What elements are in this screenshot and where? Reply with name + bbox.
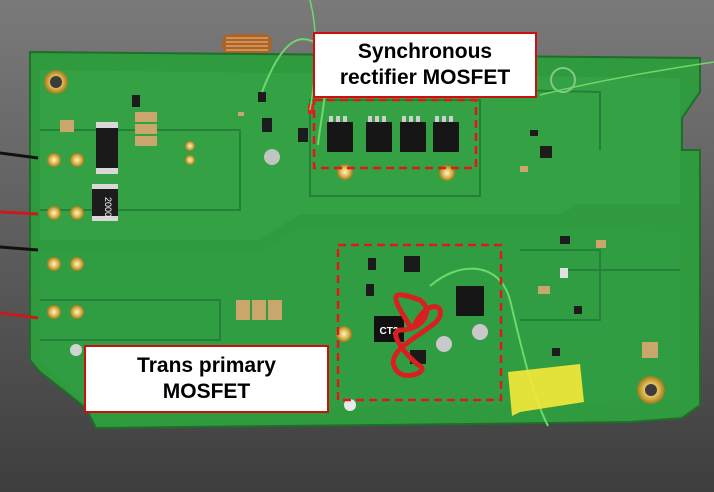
mounting-hole-top-left (44, 70, 68, 94)
green-wire-right (539, 61, 714, 96)
sync-rectifier-mosfets (327, 116, 459, 152)
primary-mosfet-highlight-box (336, 243, 503, 402)
current-transformer-marking: CT2 (380, 326, 399, 337)
resistor-2000 (92, 184, 118, 221)
smd-capacitors-upper-left (60, 95, 195, 165)
sync-rectifier-label-line1: Synchronous (357, 40, 493, 63)
resistor-2000-marking: 2000 (103, 197, 113, 217)
red-wire-loop (390, 292, 443, 378)
small-smd-parts-top (238, 92, 552, 172)
inductor-coil (222, 34, 272, 54)
input-wires (0, 151, 39, 320)
sync-rectifier-label-line2: rectifier MOSFET (339, 66, 511, 89)
terminal-pads (47, 153, 84, 356)
sync-rectifier-highlight-box (312, 98, 478, 170)
primary-mosfet-label: Trans primary MOSFET (84, 345, 329, 413)
primary-mosfet-area (336, 256, 488, 411)
small-smd-parts-bottom (538, 236, 606, 356)
mounting-hole-bottom-right (637, 376, 665, 404)
primary-mosfet-label-line2: MOSFET (162, 380, 251, 403)
yellow-tape (508, 364, 584, 416)
sync-rectifier-label: Synchronous rectifier MOSFET (313, 32, 537, 98)
upper-copper-pour (40, 70, 680, 240)
primary-mosfet-label-line1: Trans primary (137, 354, 276, 377)
smd-capacitors-lower (236, 300, 658, 358)
shunt-resistor-black (96, 122, 118, 174)
mounting-hole-top-right (550, 67, 576, 93)
